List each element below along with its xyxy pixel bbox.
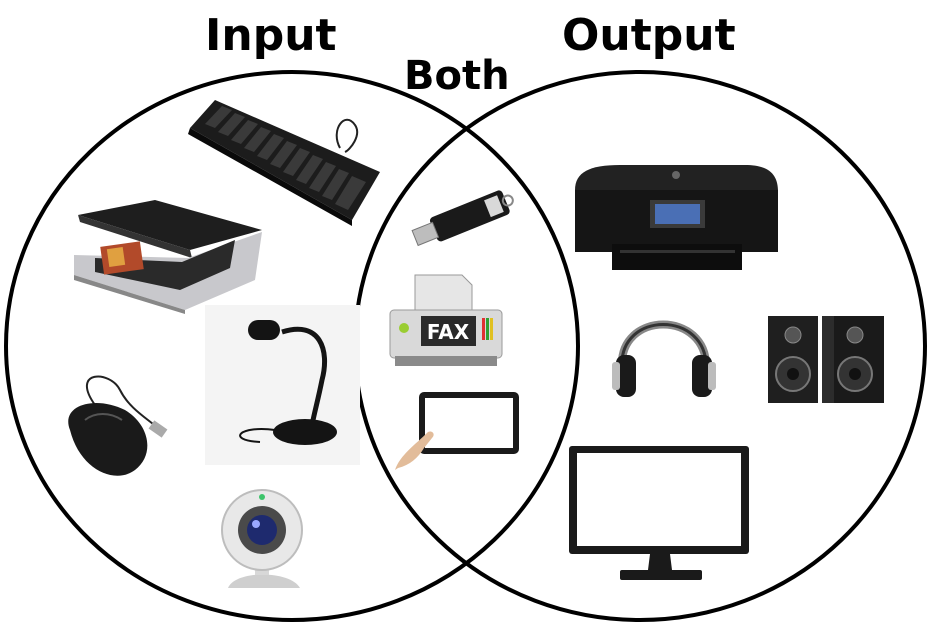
mouse-icon xyxy=(68,375,168,476)
output-label: Output xyxy=(562,10,736,61)
headphones-icon xyxy=(612,320,716,397)
usb-drive-icon xyxy=(411,190,514,247)
scanner-icon xyxy=(74,200,262,314)
speakers-icon xyxy=(768,316,884,403)
both-label: Both xyxy=(404,53,510,99)
fax-label: FAX xyxy=(427,320,470,344)
input-label: Input xyxy=(205,10,337,61)
webcam-icon xyxy=(221,489,303,588)
touchscreen-tablet-icon xyxy=(395,392,519,470)
printer-icon xyxy=(575,165,778,270)
input-circle xyxy=(4,70,580,622)
fax-machine-icon: FAX xyxy=(389,274,503,366)
keyboard-icon xyxy=(188,100,380,226)
microphone-icon xyxy=(205,305,360,465)
monitor-icon xyxy=(569,446,749,580)
